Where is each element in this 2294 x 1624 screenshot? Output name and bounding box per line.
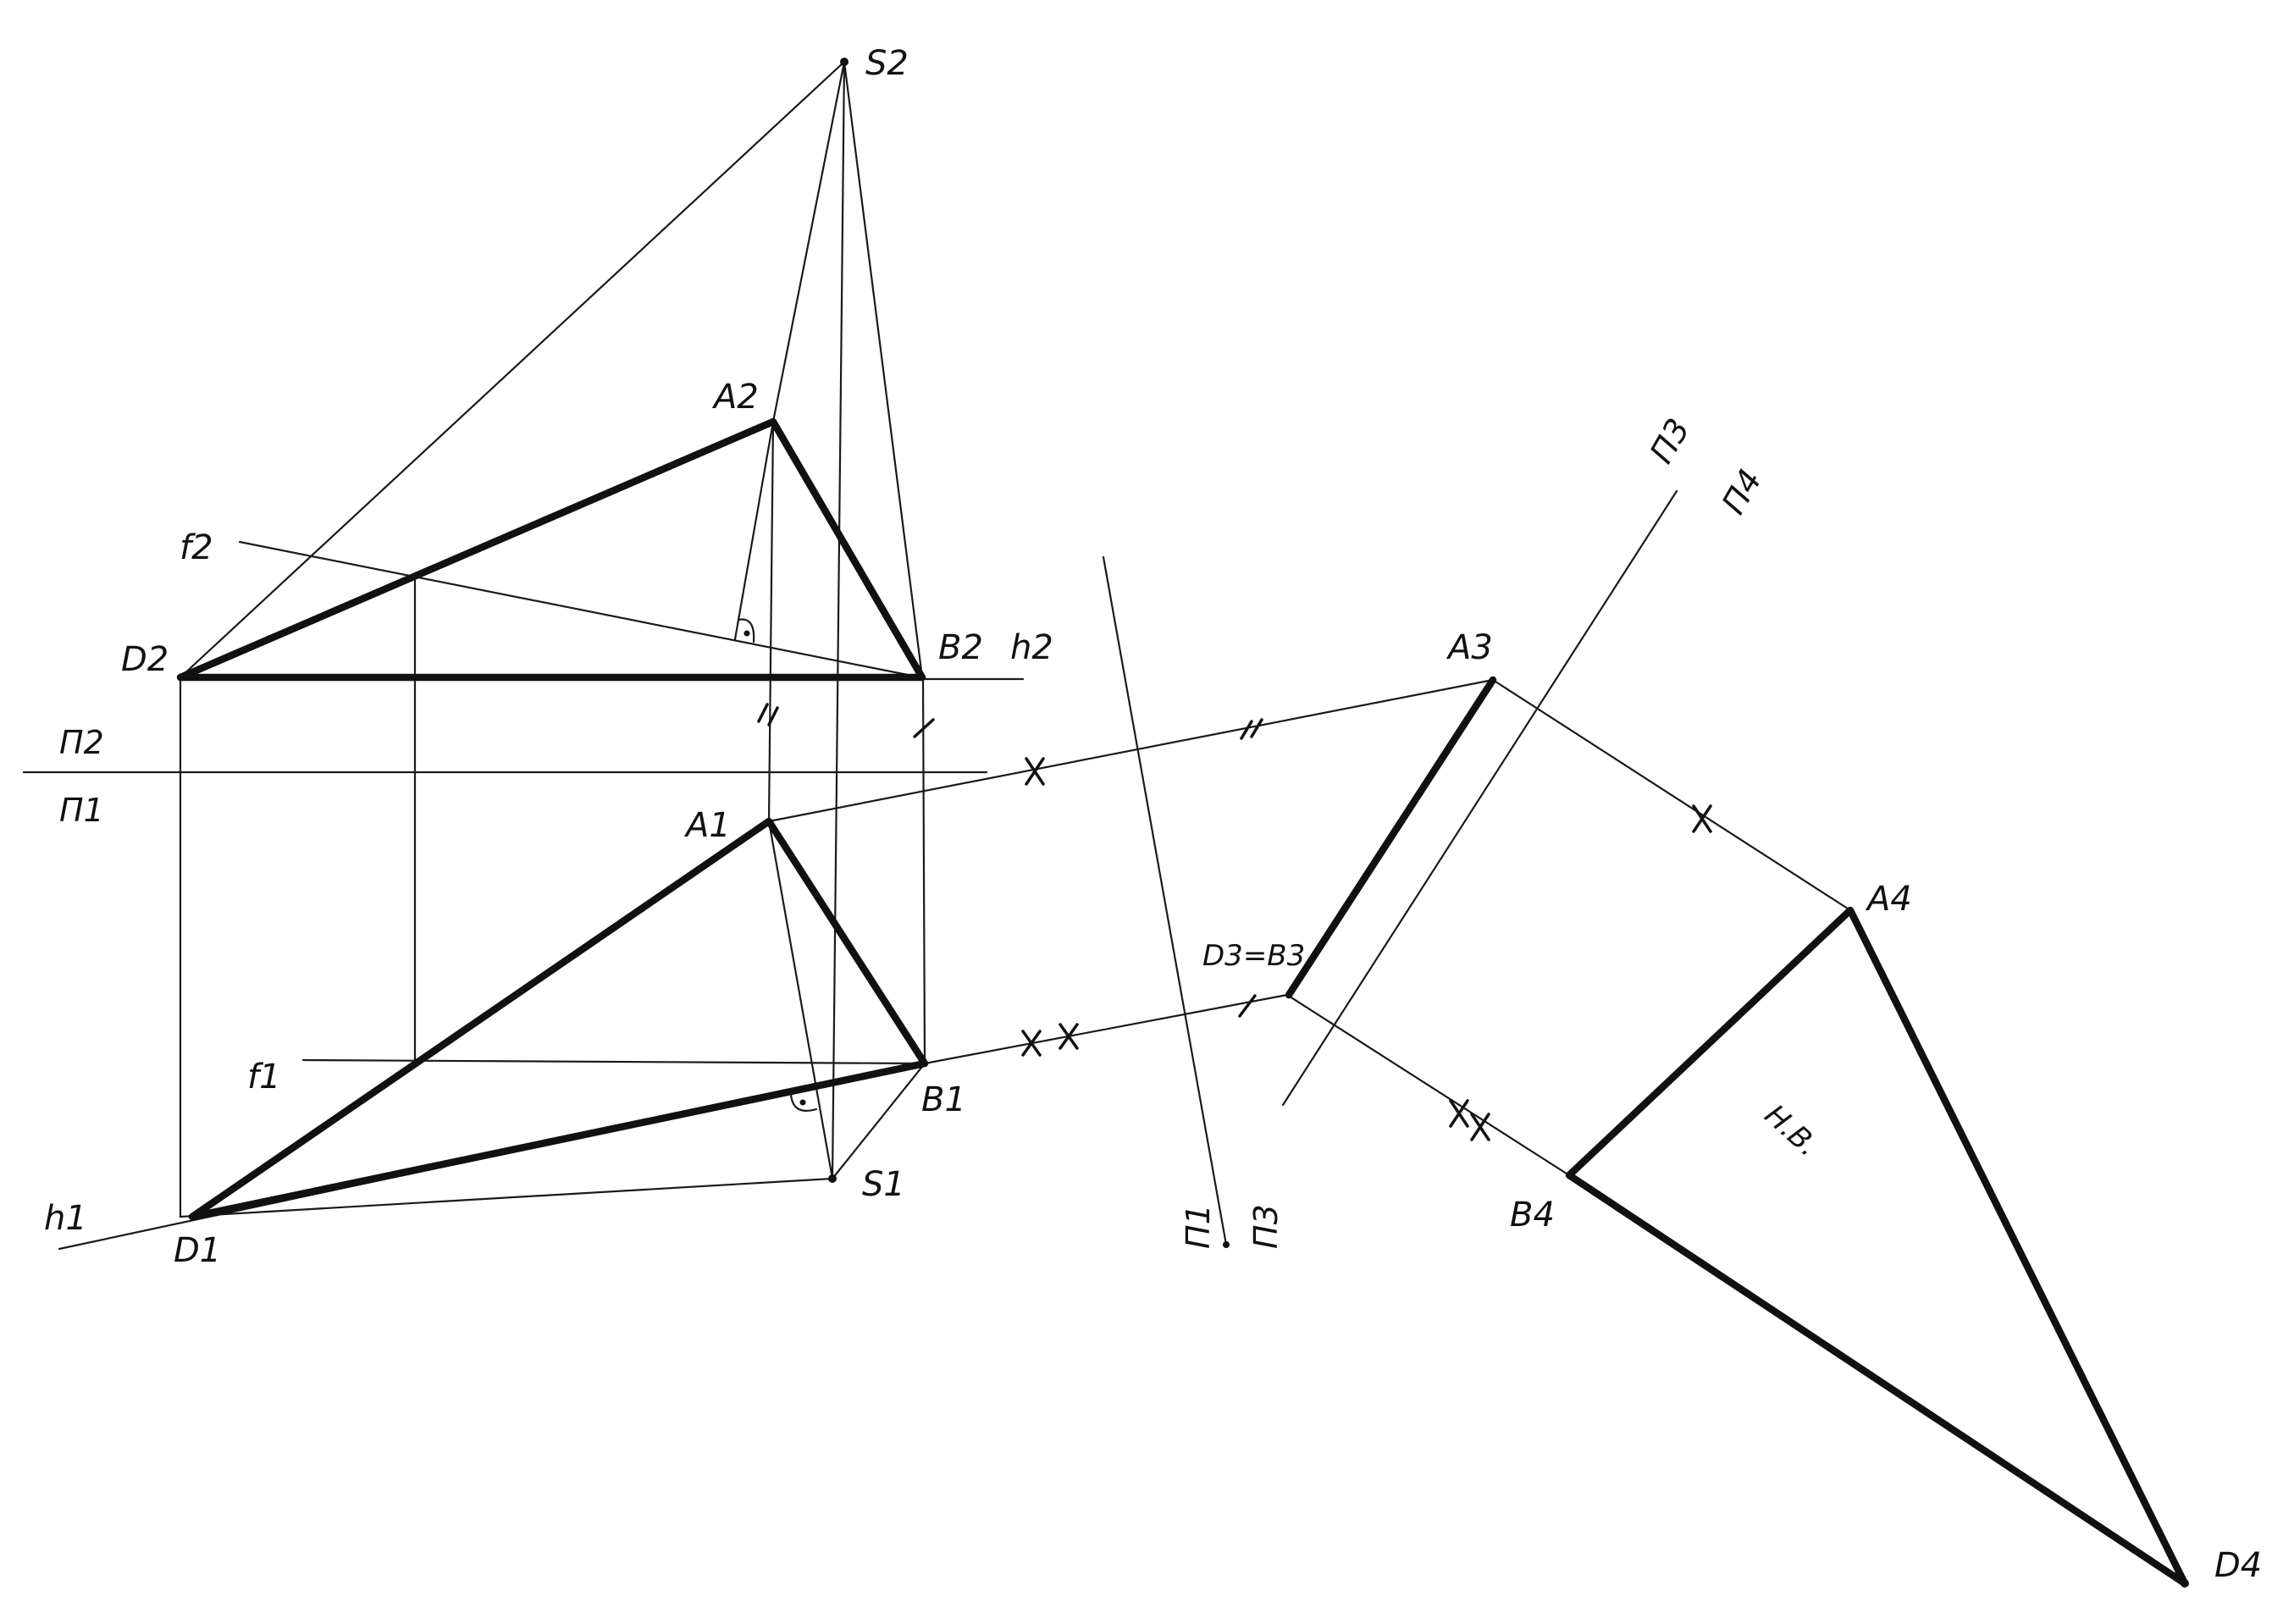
link-b1-b3 (923, 993, 1289, 1065)
edge-s1-b1 (831, 1062, 926, 1180)
label-s1: S1 (862, 1165, 905, 1204)
right-angle-markers (737, 618, 818, 1112)
edge-s2-d2 (179, 60, 846, 679)
label-a2: A2 (711, 378, 759, 417)
label-b2: B2 (938, 628, 983, 667)
point-s1 (828, 1174, 837, 1183)
triangle-horizontal-projection (188, 817, 929, 1221)
cross-a4-link-2 (1692, 804, 1712, 833)
double-cross-b4-2b (1470, 1113, 1490, 1141)
label-axis13-bottom: П3 (1247, 1204, 1285, 1249)
triangle-frontal-projection (176, 417, 926, 682)
label-s2: S2 (865, 44, 909, 83)
label-h2: h2 (1010, 628, 1053, 667)
link-a1-a3 (767, 678, 1495, 823)
frontal-line-f2 (238, 540, 922, 679)
label-b4: B4 (1510, 1196, 1555, 1235)
edge-s2-b2 (843, 60, 924, 679)
single-tick-b3 (1238, 994, 1257, 1018)
distance-ticks (757, 703, 1712, 1141)
point-dots (828, 58, 2189, 1588)
double-cross-b-link-1b (1021, 1030, 1042, 1057)
double-cross-b4-1b (1449, 1099, 1469, 1128)
double-tick-a-link-1 (757, 703, 769, 723)
label-pi2: П2 (59, 724, 104, 761)
label-a3: A3 (1445, 628, 1493, 667)
double-tick-a3-2 (1250, 718, 1263, 738)
double-tick-a-link-2 (767, 706, 779, 726)
double-tick-a3-1 (1240, 720, 1253, 740)
edge-s1-d1 (179, 1177, 834, 1218)
label-b1: B1 (921, 1080, 966, 1119)
label-pi1: П1 (59, 792, 104, 829)
point-axis13-end (1223, 1241, 1230, 1248)
label-a4: A4 (1865, 880, 1912, 919)
vertical-s2-s1 (831, 60, 846, 1180)
link-b2-b1 (921, 676, 926, 1065)
labels: S2 A2 f2 D2 B2 h2 П2 П1 A1 f1 B1 S1 h1 D… (44, 44, 2262, 1585)
right-angle-marker-horizontal (789, 1092, 818, 1112)
label-f1: f1 (247, 1058, 281, 1096)
label-f2: f2 (180, 528, 213, 567)
label-axis34-bottom: П4 (1715, 463, 1769, 521)
link-a3-a4 (1491, 678, 1852, 912)
label-d2: D2 (121, 640, 169, 679)
label-axis13-top: П1 (1180, 1204, 1217, 1249)
frontal-line-f1 (301, 1058, 926, 1065)
cross-a-link-2 (1025, 757, 1045, 786)
point-d4 (2181, 1579, 2189, 1588)
edge-view-a3-b3 (1285, 676, 1497, 999)
label-d3-b3: D3=B3 (1202, 939, 1305, 973)
label-axis34-top: П3 (1643, 412, 1697, 470)
right-angle-dot-horizontal (799, 1099, 806, 1106)
label-a1: A1 (683, 806, 731, 845)
perpendicular-a2 (733, 420, 775, 641)
right-angle-marker-frontal (737, 618, 755, 644)
right-angle-dot-frontal (743, 630, 750, 637)
link-b3-b4 (1285, 993, 1571, 1177)
link-a2-a1 (767, 420, 775, 823)
label-true-view: Н.В. (1758, 1098, 1825, 1163)
construction-lines (22, 60, 1852, 1251)
double-cross-b-link-2b (1059, 1023, 1079, 1050)
triangle-true-view (1565, 906, 2189, 1588)
label-h1: h1 (44, 1199, 87, 1238)
axis-p1-p3 (1102, 555, 1228, 1246)
single-tick-b-link (913, 718, 935, 738)
point-s2 (840, 58, 849, 66)
edge-s1-a1 (767, 820, 834, 1180)
label-d4: D4 (2214, 1546, 2262, 1585)
label-d1: D1 (174, 1231, 221, 1270)
axis-p3-p4 (1281, 489, 1678, 1107)
object-lines (176, 417, 2189, 1588)
edge-s2-a2 (771, 60, 846, 423)
